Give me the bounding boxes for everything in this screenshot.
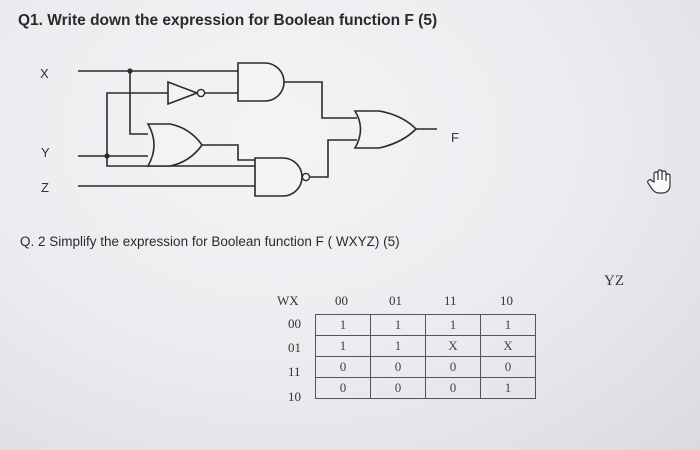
wire-and-top-out <box>284 81 357 119</box>
kmap-cell: 1 <box>370 314 426 336</box>
or-gate-middle <box>146 123 203 167</box>
kmap-grid: 1 1 1 1 1 1 X X 0 0 0 0 0 0 0 1 <box>315 314 536 399</box>
kmap-cell: 0 <box>370 377 426 399</box>
kmap-row: 1 1 X X <box>315 335 536 357</box>
q1-title: Q1. Write down the expression for Boolea… <box>18 12 438 29</box>
kmap-row: 1 1 1 1 <box>315 314 536 336</box>
kmap-cell: X <box>480 335 536 357</box>
or-gate-output <box>353 110 418 149</box>
kmap-row-label: 00 <box>288 316 301 331</box>
kmap-cell: 1 <box>425 314 481 336</box>
kmap-cell: 0 <box>315 377 371 399</box>
kmap-col-header: 10 <box>500 293 513 308</box>
kmap-col-header: 11 <box>444 293 457 308</box>
not-gate-bubble <box>196 88 206 98</box>
kmap-cell: 0 <box>370 356 426 378</box>
input-label-y: Y <box>41 145 50 160</box>
kmap-row-var: WX <box>277 293 299 308</box>
and-gate-top <box>237 62 285 102</box>
nand-gate-bubble <box>301 172 311 182</box>
kmap-cell: 0 <box>480 356 536 378</box>
input-label-x: X <box>40 66 49 81</box>
kmap-col-header: 00 <box>335 293 348 308</box>
output-label-f: F <box>451 130 459 145</box>
nand-gate-lower <box>254 157 303 197</box>
kmap-cell: X <box>425 335 481 357</box>
kmap-row: 0 0 0 1 <box>315 377 536 399</box>
wire-y-lower <box>106 156 255 167</box>
kmap-row-label: 11 <box>288 364 301 379</box>
kmap-row-label: 10 <box>288 389 301 404</box>
wire-mid-out <box>202 144 255 161</box>
kmap-col-var: YZ <box>604 273 624 289</box>
kmap-cell: 1 <box>315 335 371 357</box>
q2-title: Q. 2 Simplify the expression for Boolean… <box>20 234 400 249</box>
wire-x-branch <box>129 71 148 135</box>
kmap-col-header: 01 <box>389 293 402 308</box>
kmap-cell: 0 <box>425 377 481 399</box>
kmap-cell: 1 <box>480 314 536 336</box>
kmap-row-label: 01 <box>288 340 301 355</box>
kmap-cell: 0 <box>315 356 371 378</box>
hand-pointer-icon <box>647 169 671 194</box>
kmap-row: 0 0 0 0 <box>315 356 536 378</box>
kmap-cell: 1 <box>480 377 536 399</box>
wire-nand-out <box>310 139 357 178</box>
input-label-z: Z <box>41 180 49 195</box>
kmap-cell: 1 <box>315 314 371 336</box>
not-gate <box>167 80 200 106</box>
wire-y-branch <box>106 92 168 156</box>
kmap-cell: 1 <box>370 335 426 357</box>
kmap-cell: 0 <box>425 356 481 378</box>
